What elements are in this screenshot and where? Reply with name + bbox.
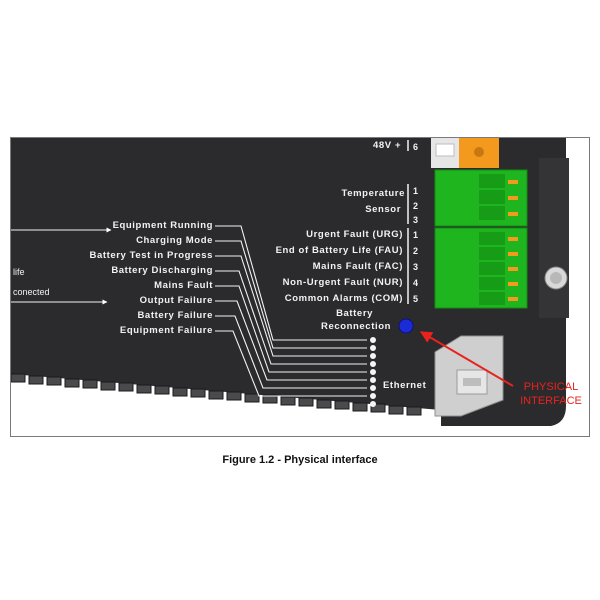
sensor-pin-1: 1 bbox=[413, 186, 418, 196]
battery-label: Battery bbox=[336, 308, 373, 319]
indicator-label-charging-mode: Charging Mode bbox=[136, 235, 213, 246]
device-panel bbox=[11, 138, 566, 426]
screw-icon bbox=[544, 266, 568, 290]
alarm-pin-2: 2 bbox=[413, 246, 418, 256]
temperature-terminal-block bbox=[434, 169, 528, 227]
indicator-label-mains-fault: Mains Fault bbox=[154, 280, 213, 291]
alarm-terminal-block bbox=[434, 227, 528, 309]
callout-line-1: PHYSICAL bbox=[524, 381, 578, 393]
alarm-pin-3: 3 bbox=[413, 262, 418, 272]
alarm-label-com: Common Alarms (COM) bbox=[285, 293, 403, 304]
top-connector bbox=[431, 138, 499, 168]
alarm-pin-5: 5 bbox=[413, 294, 418, 304]
alarm-label-fac: Mains Fault (FAC) bbox=[313, 261, 403, 272]
left-label-life: life bbox=[13, 267, 25, 277]
reconnection-label: Reconnection bbox=[321, 321, 391, 332]
temperature-label: Temperature bbox=[342, 188, 405, 199]
indicator-label-equipment-running: Equipment Running bbox=[113, 220, 213, 231]
alarm-label-fau: End of Battery Life (FAU) bbox=[276, 245, 403, 256]
sensor-pin-3: 3 bbox=[413, 215, 418, 225]
voltage-number: 6 bbox=[413, 142, 418, 152]
left-label-reconnected: conected bbox=[13, 287, 50, 297]
indicator-leds bbox=[370, 337, 376, 407]
ethernet-label: Ethernet bbox=[383, 380, 427, 391]
sensor-label: Sensor bbox=[365, 204, 401, 215]
indicator-label-battery-discharging: Battery Discharging bbox=[111, 265, 213, 276]
alarm-pin-1: 1 bbox=[413, 230, 418, 240]
indicator-label-output-failure: Output Failure bbox=[140, 295, 213, 306]
vent-slots bbox=[11, 373, 422, 416]
sensor-pin-2: 2 bbox=[413, 201, 418, 211]
voltage-label: 48V + bbox=[373, 140, 401, 151]
figure-frame: 48V + 6 Temperature Sensor 1 2 3 Urgent … bbox=[10, 137, 590, 437]
ethernet-port bbox=[434, 335, 504, 417]
callout-line-2: INTERFACE bbox=[520, 395, 582, 407]
battery-reconnection-button[interactable] bbox=[398, 318, 414, 334]
alarm-label-nur: Non-Urgent Fault (NUR) bbox=[283, 277, 403, 288]
indicator-leader-lines bbox=[215, 225, 367, 397]
device-side-block bbox=[539, 158, 569, 318]
figure-caption: Figure 1.2 - Physical interface bbox=[222, 454, 378, 466]
indicator-label-battery-failure: Battery Failure bbox=[137, 310, 213, 321]
device-illustration: 48V + 6 Temperature Sensor 1 2 3 Urgent … bbox=[11, 138, 582, 426]
callout-arrow bbox=[419, 331, 514, 387]
indicator-label-equipment-failure: Equipment Failure bbox=[120, 325, 213, 336]
alarm-pin-4: 4 bbox=[413, 278, 418, 288]
indicator-label-battery-test: Battery Test in Progress bbox=[89, 250, 213, 261]
alarm-label-urg: Urgent Fault (URG) bbox=[306, 229, 403, 240]
